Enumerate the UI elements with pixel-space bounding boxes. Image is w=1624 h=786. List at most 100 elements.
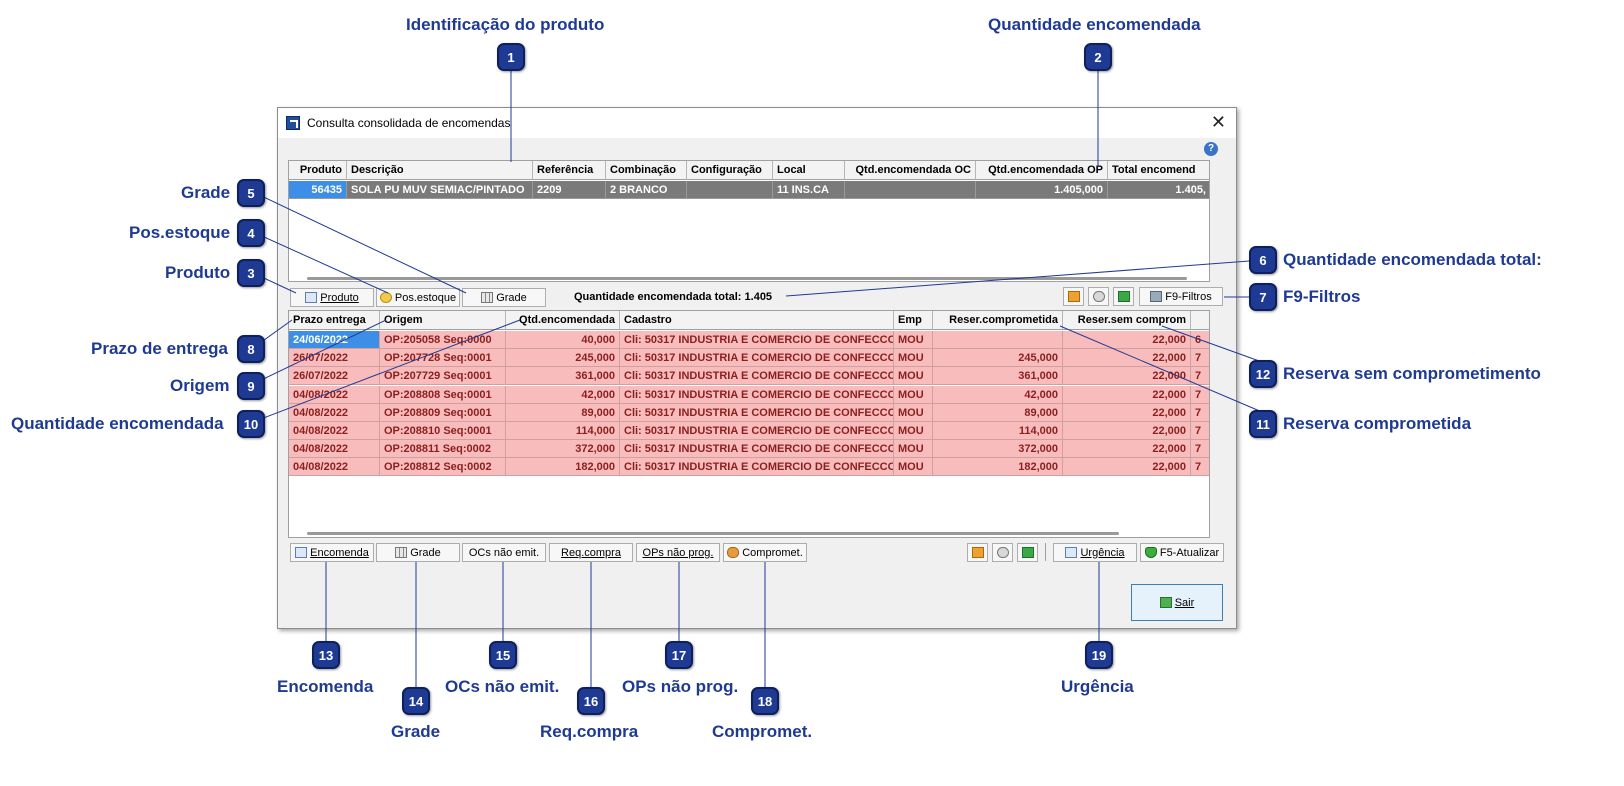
cell-reser-sem-comprom[interactable]: 22,000 xyxy=(1063,331,1191,349)
cell-extra[interactable]: 7 xyxy=(1191,367,1209,386)
cell-emp[interactable]: MOU xyxy=(894,385,933,404)
excel-button[interactable] xyxy=(1017,543,1038,562)
cell-origem[interactable]: OP:205058 Seq:0000 xyxy=(380,331,506,349)
cell-prazo-entrega[interactable]: 04/08/2022 xyxy=(289,422,380,440)
col-qtd-oc[interactable]: Qtd.encomendada OC xyxy=(845,161,976,180)
col-combinacao[interactable]: Combinação xyxy=(606,161,687,180)
cell-extra[interactable]: 7 xyxy=(1191,458,1209,477)
col-cadastro[interactable]: Cadastro xyxy=(620,311,894,330)
cell-cadastro[interactable]: Cli: 50317 INDUSTRIA E COMERCIO DE CONFE… xyxy=(620,440,894,459)
col-reser-comprometida[interactable]: Reser.comprometida xyxy=(933,311,1063,330)
cell-produto[interactable]: 56435 xyxy=(289,181,347,199)
excel-button[interactable] xyxy=(1113,287,1134,306)
cell-emp[interactable]: MOU xyxy=(894,367,933,386)
cell-extra[interactable]: 6 xyxy=(1191,331,1209,349)
grade-button-top[interactable]: Grade xyxy=(462,288,546,307)
cell-prazo-entrega[interactable]: 26/07/2022 xyxy=(289,367,380,386)
cell-prazo-entrega[interactable]: 04/08/2022 xyxy=(289,458,380,477)
cell-cadastro[interactable]: Cli: 50317 INDUSTRIA E COMERCIO DE CONFE… xyxy=(620,331,894,349)
link-button[interactable] xyxy=(1088,287,1109,306)
ocs-nao-emit-button[interactable]: OCs não emit. xyxy=(462,543,546,562)
col-referencia[interactable]: Referência xyxy=(533,161,606,180)
cell-qtd-encomendada[interactable]: 40,000 xyxy=(506,331,620,349)
cell-reser-comprometida[interactable]: 245,000 xyxy=(933,349,1063,368)
cell-origem[interactable]: OP:208811 Seq:0002 xyxy=(380,440,506,459)
cell-origem[interactable]: OP:208808 Seq:0001 xyxy=(380,385,506,404)
col-total-encomendado[interactable]: Total encomend xyxy=(1108,161,1209,180)
cell-reser-sem-comprom[interactable]: 22,000 xyxy=(1063,385,1191,404)
cell-reser-sem-comprom[interactable]: 22,000 xyxy=(1063,458,1191,477)
cell-extra[interactable]: 7 xyxy=(1191,422,1209,440)
open-folder-button[interactable] xyxy=(967,543,988,562)
cell-cadastro[interactable]: Cli: 50317 INDUSTRIA E COMERCIO DE CONFE… xyxy=(620,403,894,422)
cell-qtd-encomendada[interactable]: 114,000 xyxy=(506,422,620,440)
cell-reser-comprometida[interactable]: 361,000 xyxy=(933,367,1063,386)
cell-prazo-entrega[interactable]: 04/08/2022 xyxy=(289,403,380,422)
cell-extra[interactable]: 7 xyxy=(1191,349,1209,368)
cell-prazo-entrega[interactable]: 26/07/2022 xyxy=(289,349,380,368)
col-reser-sem-comprom[interactable]: Reser.sem comprom xyxy=(1063,311,1191,330)
cell-qtd-encomendada[interactable]: 89,000 xyxy=(506,403,620,422)
link-button[interactable] xyxy=(992,543,1013,562)
cell-extra[interactable]: 7 xyxy=(1191,440,1209,459)
cell-cadastro[interactable]: Cli: 50317 INDUSTRIA E COMERCIO DE CONFE… xyxy=(620,349,894,368)
open-folder-button[interactable] xyxy=(1063,287,1084,306)
table-row[interactable]: 56435 SOLA PU MUV SEMIAC/PINTADO 2209 2 … xyxy=(289,181,1209,199)
cell-combinacao[interactable]: 2 BRANCO xyxy=(606,181,687,199)
cell-reser-sem-comprom[interactable]: 22,000 xyxy=(1063,367,1191,386)
col-origem[interactable]: Origem xyxy=(380,311,506,330)
cell-reser-comprometida[interactable] xyxy=(933,331,1063,349)
cell-reser-sem-comprom[interactable]: 22,000 xyxy=(1063,403,1191,422)
cell-emp[interactable]: MOU xyxy=(894,403,933,422)
product-grid[interactable]: Produto Descrição Referência Combinação … xyxy=(288,160,1210,282)
cell-qtd-encomendada[interactable]: 245,000 xyxy=(506,349,620,368)
cell-qtd-oc[interactable] xyxy=(845,181,976,199)
col-descricao[interactable]: Descrição xyxy=(347,161,533,180)
produto-button[interactable]: Produto xyxy=(290,288,374,307)
ops-nao-prog-button[interactable]: OPs não prog. xyxy=(636,543,720,562)
cell-total[interactable]: 1.405, xyxy=(1108,181,1209,199)
grade-button-bottom[interactable]: Grade xyxy=(376,543,460,562)
cell-referencia[interactable]: 2209 xyxy=(533,181,606,199)
cell-reser-sem-comprom[interactable]: 22,000 xyxy=(1063,440,1191,459)
cell-qtd-encomendada[interactable]: 42,000 xyxy=(506,385,620,404)
cell-descricao[interactable]: SOLA PU MUV SEMIAC/PINTADO xyxy=(347,181,533,199)
cell-prazo-entrega[interactable]: 04/08/2022 xyxy=(289,385,380,404)
cell-reser-comprometida[interactable]: 114,000 xyxy=(933,422,1063,440)
cell-cadastro[interactable]: Cli: 50317 INDUSTRIA E COMERCIO DE CONFE… xyxy=(620,458,894,477)
horizontal-scrollbar[interactable] xyxy=(307,277,1187,280)
f9-filtros-button[interactable]: F9-Filtros xyxy=(1139,287,1223,306)
cell-qtd-op[interactable]: 1.405,000 xyxy=(976,181,1108,199)
cell-emp[interactable]: MOU xyxy=(894,458,933,477)
cell-local[interactable]: 11 INS.CA xyxy=(773,181,845,199)
cell-origem[interactable]: OP:207729 Seq:0001 xyxy=(380,367,506,386)
cell-cadastro[interactable]: Cli: 50317 INDUSTRIA E COMERCIO DE CONFE… xyxy=(620,367,894,386)
cell-reser-comprometida[interactable]: 372,000 xyxy=(933,440,1063,459)
encomenda-button[interactable]: Encomenda xyxy=(290,543,374,562)
cell-qtd-encomendada[interactable]: 372,000 xyxy=(506,440,620,459)
col-qtd-encomendada[interactable]: Qtd.encomendada xyxy=(506,311,620,330)
sair-button[interactable]: Sair xyxy=(1131,584,1223,621)
col-produto[interactable]: Produto xyxy=(289,161,347,180)
cell-extra[interactable]: 7 xyxy=(1191,385,1209,404)
compromet-button[interactable]: Compromet. xyxy=(723,543,807,562)
cell-prazo-entrega[interactable]: 04/08/2022 xyxy=(289,440,380,459)
col-qtd-op[interactable]: Qtd.encomendada OP xyxy=(976,161,1108,180)
col-extra[interactable] xyxy=(1191,311,1209,330)
cell-qtd-encomendada[interactable]: 182,000 xyxy=(506,458,620,477)
cell-reser-comprometida[interactable]: 42,000 xyxy=(933,385,1063,404)
cell-reser-sem-comprom[interactable]: 22,000 xyxy=(1063,349,1191,368)
pos-estoque-button[interactable]: Pos.estoque xyxy=(376,288,460,307)
cell-extra[interactable]: 7 xyxy=(1191,403,1209,422)
cell-qtd-encomendada[interactable]: 361,000 xyxy=(506,367,620,386)
cell-emp[interactable]: MOU xyxy=(894,422,933,440)
cell-configuracao[interactable] xyxy=(687,181,773,199)
cell-origem[interactable]: OP:207728 Seq:0001 xyxy=(380,349,506,368)
cell-emp[interactable]: MOU xyxy=(894,440,933,459)
